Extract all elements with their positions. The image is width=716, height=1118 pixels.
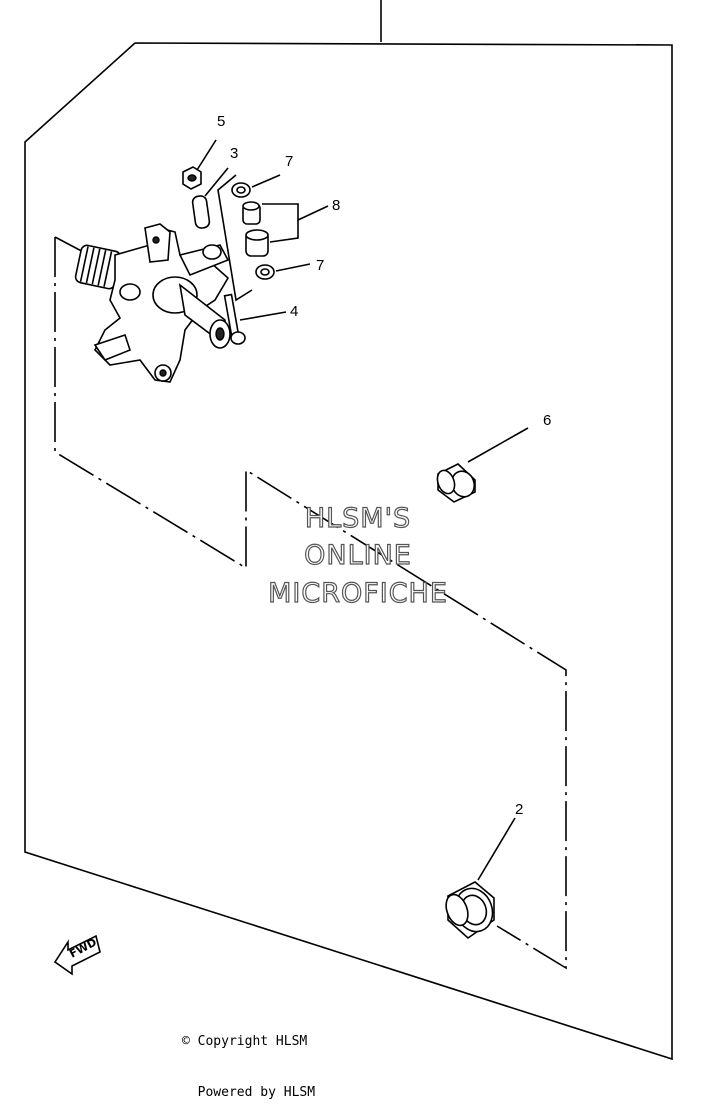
callout-8: 8 — [332, 197, 340, 214]
leader-8-bracket — [262, 203, 299, 243]
part-7-washer-lower — [255, 264, 275, 280]
callout-7-upper: 7 — [285, 153, 293, 170]
watermark-line-2: ONLINE — [304, 540, 412, 571]
footer-copyright: © Copyright HLSM Powered by HLSM — [182, 999, 315, 1118]
leader-2 — [477, 817, 516, 881]
leader-8 — [297, 205, 329, 221]
carrier-assembly — [74, 223, 231, 383]
callout-6: 6 — [543, 412, 551, 429]
leader-6 — [467, 427, 529, 463]
powered-by-text: Powered by HLSM — [182, 1085, 316, 1100]
callout-3: 3 — [230, 145, 238, 162]
watermark-line-3: MICROFICHE — [268, 578, 448, 609]
callout-5: 5 — [217, 113, 225, 130]
inner-step-outline — [54, 237, 567, 970]
callout-7-lower: 7 — [316, 257, 324, 274]
leader-4 — [239, 311, 287, 321]
part-5-nut — [182, 166, 202, 190]
callout-4: 4 — [290, 303, 298, 320]
callout-2: 2 — [515, 801, 523, 818]
part-4-bolt — [223, 293, 246, 345]
leader-7-lower — [275, 263, 311, 272]
part-2-bearing — [445, 881, 495, 940]
fwd-arrow-icon: FWD — [53, 934, 101, 976]
leader-3 — [204, 167, 229, 197]
part-8-bushing-small — [242, 201, 261, 225]
watermark-line-1: HLSM'S — [305, 503, 411, 534]
part-6-bushing — [436, 463, 476, 503]
part-3-pin — [191, 195, 211, 229]
bracket-group-line — [217, 174, 253, 302]
parts-diagram: 5 3 7 8 7 4 6 — [24, 0, 673, 1061]
panel-outline — [24, 42, 673, 1061]
part-7-washer-upper — [231, 182, 251, 198]
leader-5 — [196, 139, 217, 171]
part-8-bushing-large — [245, 229, 269, 257]
copyright-text: © Copyright HLSM — [182, 1034, 308, 1049]
leader-7-upper — [251, 174, 281, 188]
